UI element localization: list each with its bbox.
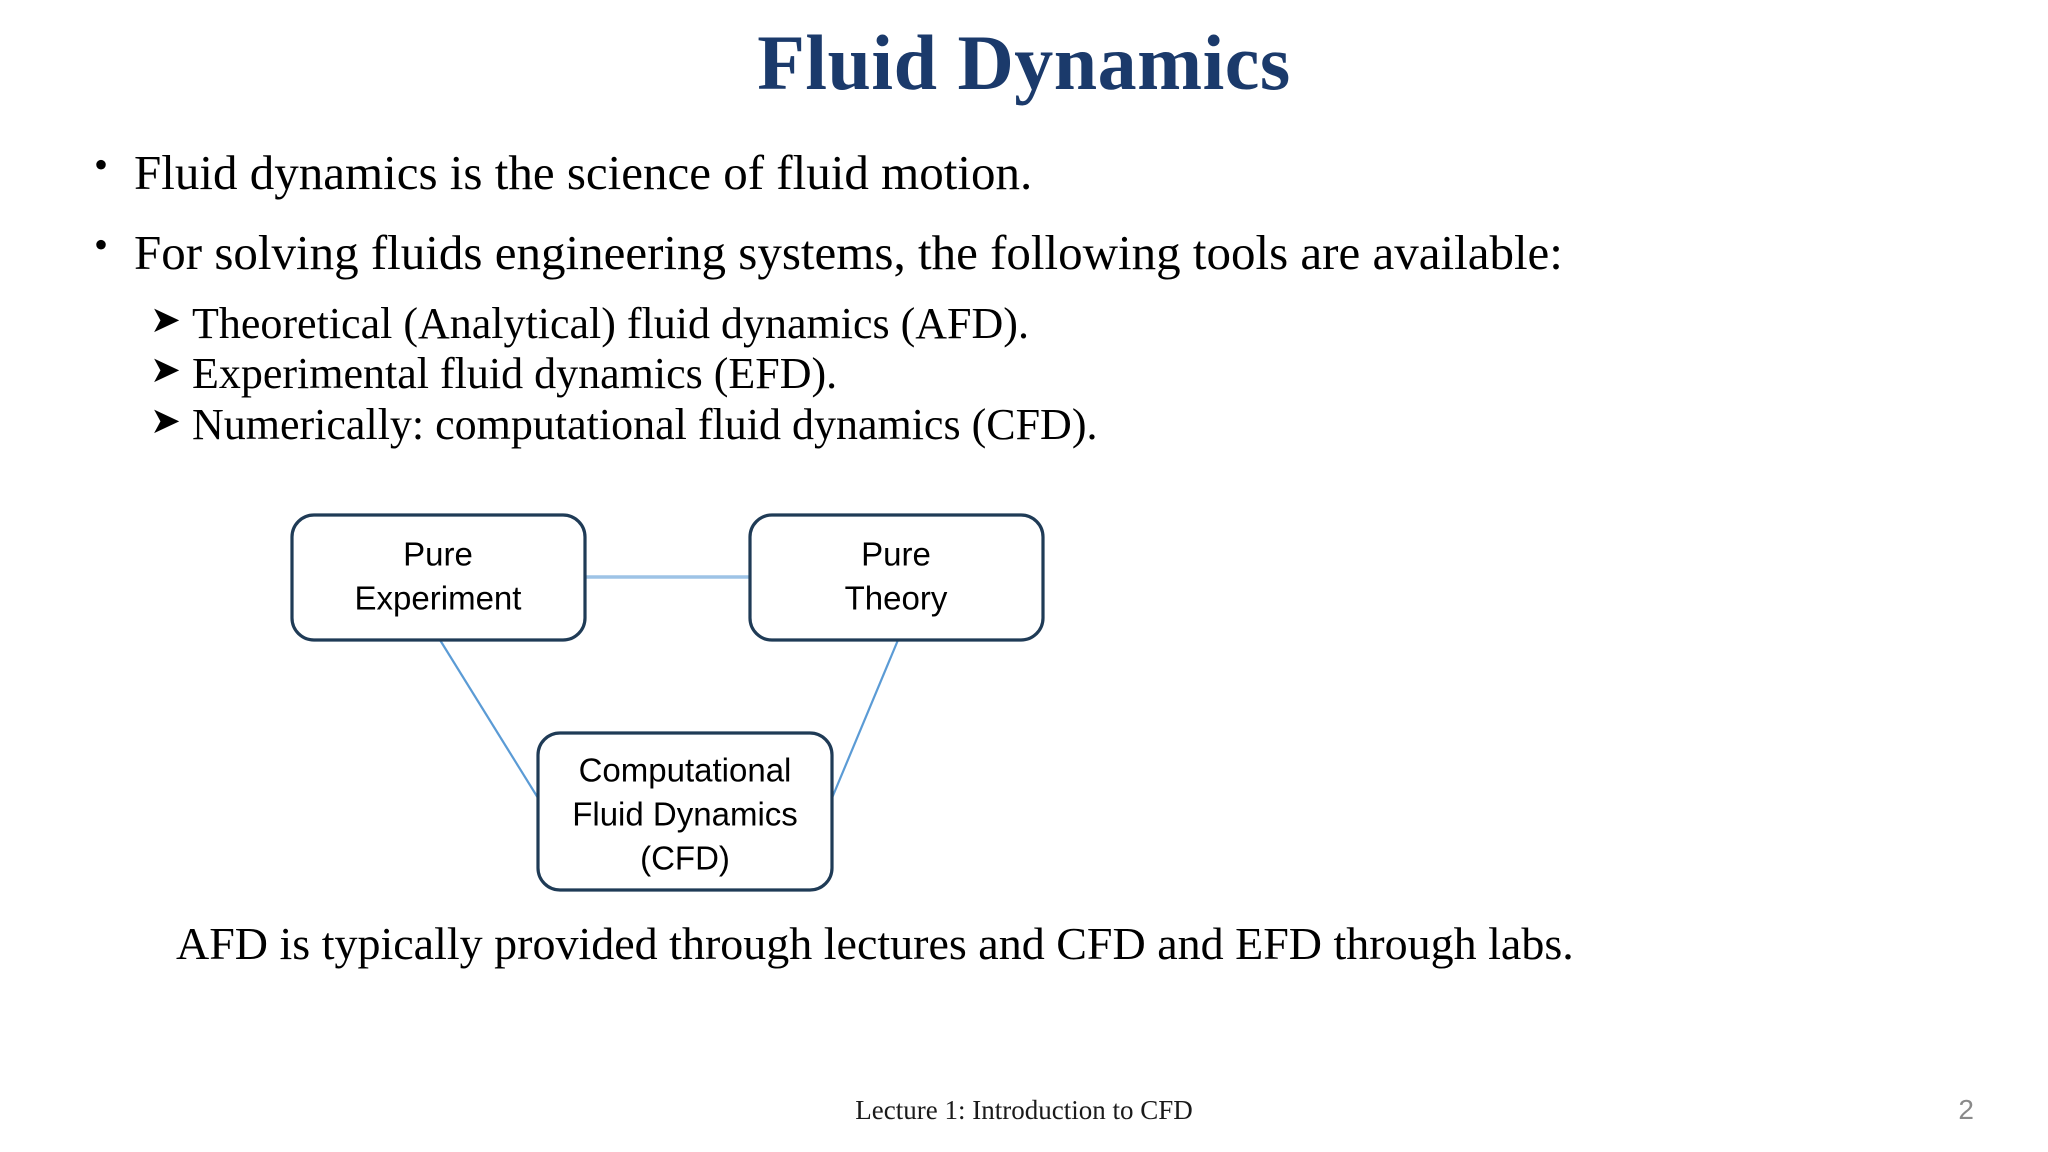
connector-experiment-cfd (439, 639, 539, 799)
node-pure-theory-line-1: Pure (861, 536, 931, 573)
bullet-item: • Fluid dynamics is the science of fluid… (88, 140, 1988, 206)
connector-theory-cfd (830, 639, 900, 799)
bullet-marker-dot-icon: • (94, 142, 109, 187)
bullet-marker-arrow-icon: ➤ (150, 350, 182, 392)
node-cfd: Computational Fluid Dynamics (CFD) (536, 731, 834, 892)
node-pure-experiment-box (290, 513, 587, 642)
node-pure-experiment-line-2: Experiment (355, 580, 522, 617)
sub-bullet-text: Numerically: computational fluid dynamic… (192, 399, 1098, 449)
sub-bullet-item: ➤ Numerically: computational fluid dynam… (88, 400, 1988, 450)
node-pure-experiment-line-1: Pure (403, 536, 473, 573)
node-cfd-line-2: Fluid Dynamics (572, 796, 798, 833)
node-cfd-line-3: (CFD) (640, 840, 730, 877)
bullet-marker-arrow-icon: ➤ (150, 300, 182, 342)
cfd-triangle-diagram: Pure Experiment Pure Theory Computationa… (280, 505, 1080, 895)
node-pure-theory: Pure Theory (748, 513, 1045, 642)
footer-label: Lecture 1: Introduction to CFD (855, 1095, 1193, 1125)
node-cfd-box (536, 731, 834, 892)
sub-bullet-item: ➤ Experimental fluid dynamics (EFD). (88, 349, 1988, 399)
page-number: 2 (1958, 1094, 1974, 1125)
node-pure-theory-box (748, 513, 1045, 642)
bullet-text: For solving fluids engineering systems, … (134, 224, 1563, 280)
bullet-text: Fluid dynamics is the science of fluid m… (134, 145, 1033, 200)
sub-bullet-item: ➤ Theoretical (Analytical) fluid dynamic… (88, 299, 1988, 349)
bullet-item: • For solving fluids engineering systems… (88, 220, 1988, 286)
sub-bullet-text: Theoretical (Analytical) fluid dynamics … (192, 299, 1029, 349)
node-cfd-line-1: Computational (579, 752, 792, 789)
sub-bullet-text: Experimental fluid dynamics (EFD). (192, 349, 838, 399)
node-pure-experiment: Pure Experiment (290, 513, 587, 642)
bullet-marker-arrow-icon: ➤ (150, 400, 182, 442)
page-title: Fluid Dynamics (757, 19, 1291, 106)
closing-statement: AFD is typically provided through lectur… (176, 918, 1574, 969)
bullet-marker-dot-icon: • (94, 221, 109, 267)
node-pure-theory-line-2: Theory (845, 580, 948, 617)
body-content: • Fluid dynamics is the science of fluid… (88, 140, 1988, 450)
